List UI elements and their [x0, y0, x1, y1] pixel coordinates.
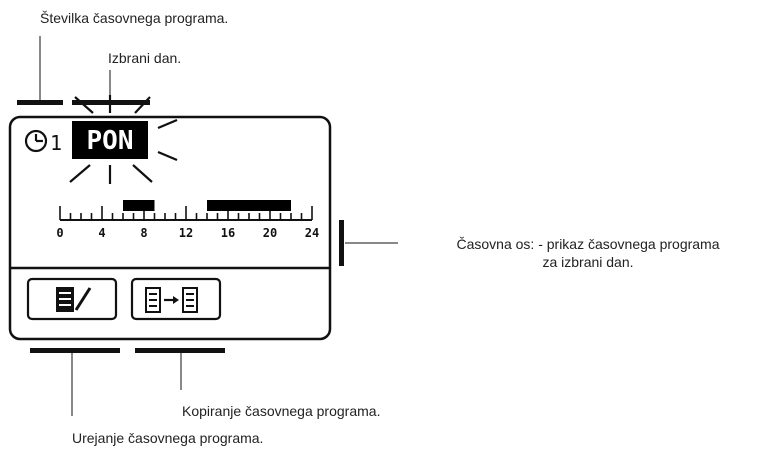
edit-list-icon	[56, 287, 92, 312]
callout-timeline-line2: za izbrani dan.	[542, 254, 634, 270]
callout-timeline-line1: Časovna os: - prikaz časovnega programa	[456, 236, 720, 252]
program-number-marker	[17, 100, 63, 105]
copy-program-button[interactable]	[130, 277, 222, 321]
day-label: PON	[87, 126, 134, 156]
callout-copy-program: Kopiranje časovnega programa.	[182, 403, 381, 419]
display-frame	[8, 115, 332, 341]
schedule-block	[207, 200, 291, 211]
timeline-tick-label: 16	[221, 226, 235, 240]
callout-timeline: Časovna os: - prikaz časovnega programa …	[408, 236, 768, 270]
timeline-tick-label: 0	[56, 226, 63, 240]
timeline-axis: 0 4 8 12 16 20 24	[56, 200, 319, 240]
timeline-tick-label: 24	[305, 226, 319, 240]
copy-button-marker	[135, 348, 225, 353]
program-number: 1	[50, 131, 62, 155]
clock-icon	[24, 129, 48, 153]
timeline-tick-label: 12	[179, 226, 193, 240]
timeline-tick-label: 20	[263, 226, 277, 240]
callout-edit-program: Urejanje časovnega programa.	[72, 430, 264, 446]
edit-button-marker	[30, 348, 120, 353]
timeline-tick-label: 4	[98, 226, 105, 240]
schedule-block	[123, 200, 155, 211]
edit-program-button[interactable]	[26, 277, 118, 321]
callout-selected-day: Izbrani dan.	[108, 50, 182, 66]
blink-rays	[69, 95, 178, 184]
callout-program-number: Številka časovnega programa.	[40, 10, 229, 26]
timeline-marker	[339, 220, 344, 266]
timeline-tick-label: 8	[140, 226, 147, 240]
day-highlight	[72, 121, 148, 159]
copy-list-icon	[145, 287, 198, 313]
